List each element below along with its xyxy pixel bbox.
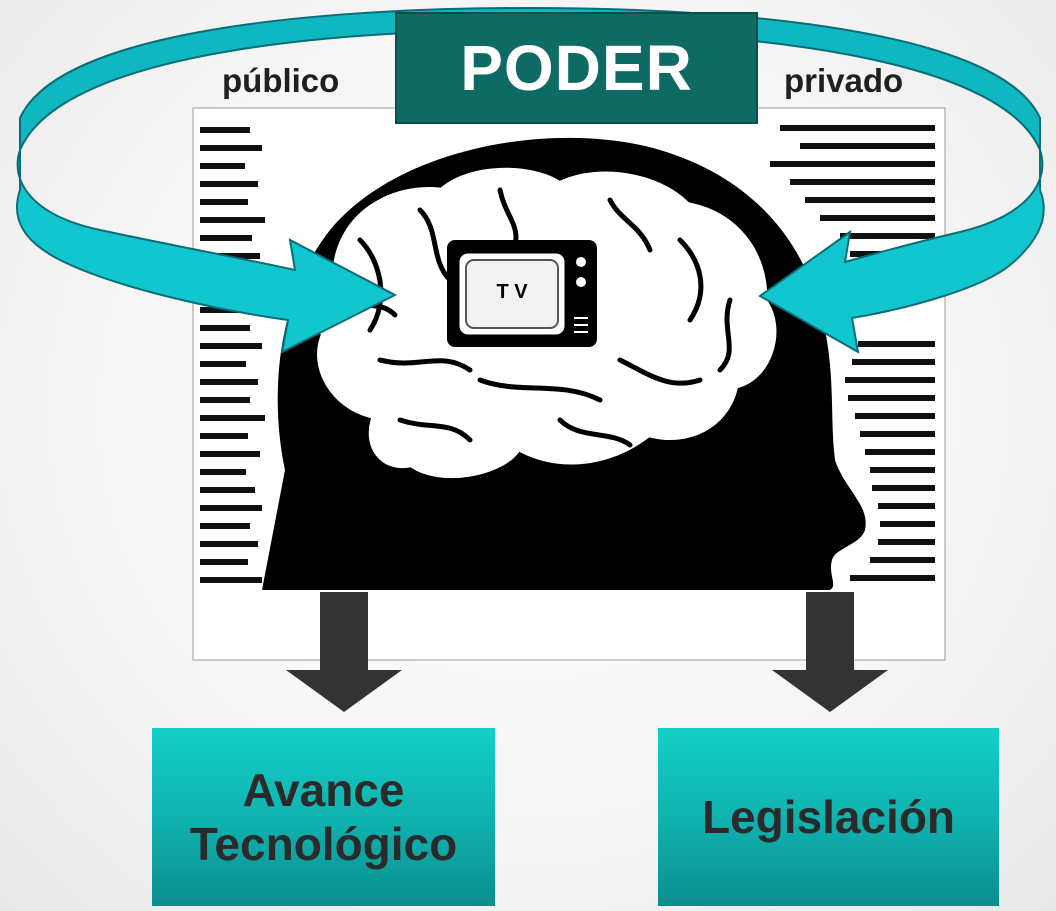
tv-icon: T V	[447, 240, 597, 347]
tv-label: T V	[496, 281, 528, 303]
outcome-text-avance: Avance Tecnológico	[190, 763, 458, 872]
outcome-text-legislacion: Legislación	[701, 790, 956, 843]
outcome-text-avance-line2: Tecnológico	[189, 818, 458, 870]
ring-back	[19, 6, 1041, 151]
outcome-box-avance-tecnologico: Avance Tecnológico	[152, 728, 495, 906]
ring-label-privado: privado	[784, 62, 904, 99]
down-arrow-right	[772, 592, 888, 712]
poder-title-box: PODER	[395, 12, 758, 124]
outcome-text-avance-line1: Avance	[242, 763, 405, 816]
ring-label-publico: público	[222, 62, 340, 99]
ring-right-arrow	[758, 149, 1045, 354]
outcome-box-legislacion: Legislación	[658, 728, 999, 906]
down-arrow-left	[286, 592, 402, 712]
ring-left-arrow	[15, 149, 398, 354]
poder-title: PODER	[460, 32, 693, 104]
